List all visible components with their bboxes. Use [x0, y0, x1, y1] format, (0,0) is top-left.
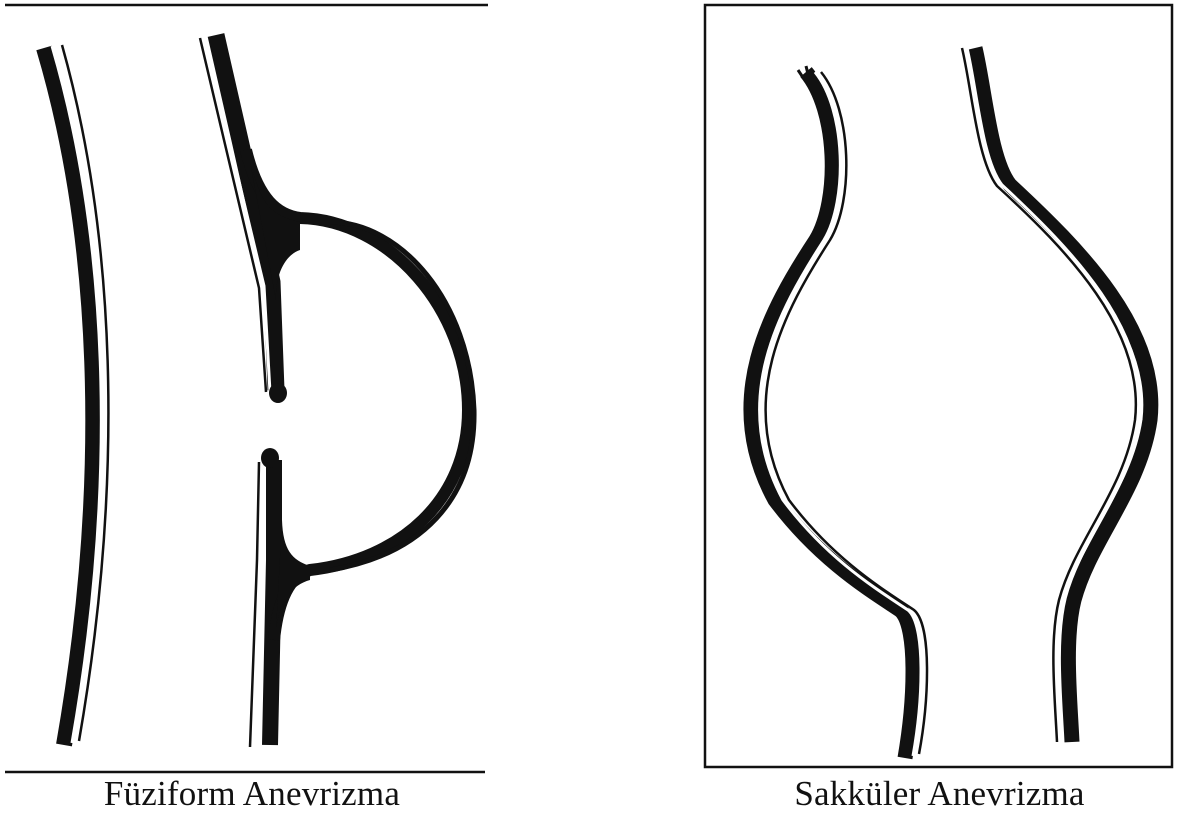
saccular-caption: Sakküler Anevrizma — [742, 772, 1137, 816]
saccular-panel — [705, 5, 1172, 767]
fusiform-caption: Füziform Anevrizma — [62, 772, 442, 816]
fusiform-right-lower-wall — [250, 448, 279, 747]
fusiform-left-vessel-wall — [44, 45, 108, 745]
fusiform-panel — [5, 5, 488, 772]
saccular-right-vessel-wall — [962, 48, 1151, 742]
saccular-left-vessel-wall — [751, 66, 927, 758]
saccular-frame — [705, 5, 1172, 767]
